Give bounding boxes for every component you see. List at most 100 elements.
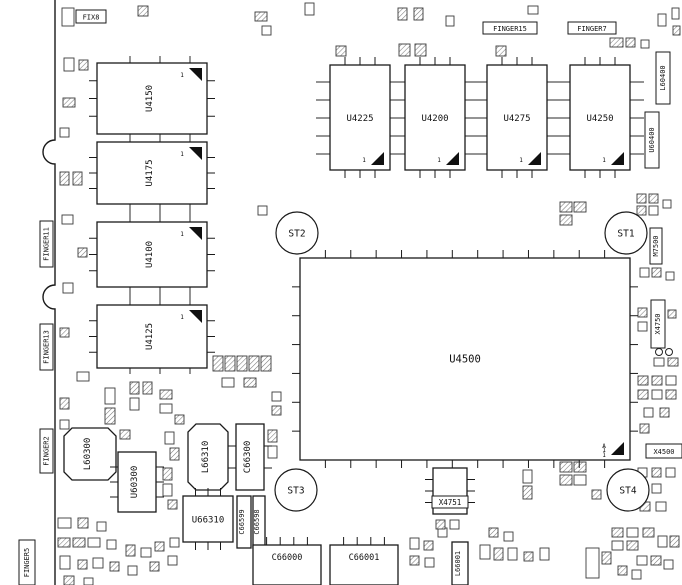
ic-body (486, 64, 548, 171)
ic-x4751[interactable]: X4751 (425, 467, 475, 515)
passive-part (335, 45, 347, 57)
label-box (18, 539, 36, 585)
label-box (649, 227, 663, 265)
label-box (567, 21, 617, 35)
via-pad (655, 348, 663, 356)
passive-part (503, 531, 514, 542)
boxed-label-finger7[interactable]: FINGER7 (567, 21, 617, 35)
passive-part (92, 557, 104, 569)
passive-part (640, 39, 650, 49)
passive-part (224, 355, 236, 372)
label-text: FIX8 (83, 13, 100, 21)
pin1-mark: 1 (602, 447, 606, 454)
ic-u4125[interactable] (89, 304, 215, 369)
board-outline (42, 0, 56, 585)
ic-c66300[interactable] (228, 423, 272, 491)
boxed-label-finger11[interactable]: FINGER11 (39, 220, 54, 268)
boxed-label-finger15[interactable]: FINGER15 (482, 21, 538, 35)
passive-part (248, 355, 260, 372)
passive-part (212, 355, 224, 372)
label-box (645, 443, 682, 459)
test-point-st1[interactable]: ST1 (604, 211, 648, 255)
passive-part (601, 551, 612, 565)
test-point-st4[interactable]: ST4 (606, 468, 650, 512)
ic-u4225[interactable] (329, 57, 391, 178)
label-box (39, 220, 54, 268)
passive-part (261, 25, 272, 36)
passive-part (57, 517, 72, 529)
refdes: U4125 (145, 323, 155, 350)
refdes: U60300 (130, 466, 140, 499)
ic-u60300[interactable] (110, 451, 164, 513)
pin1-triangle (189, 310, 202, 323)
boxed-label-m7500[interactable]: M7500 (649, 227, 663, 265)
ic-u4175[interactable] (89, 141, 215, 205)
passive-part (221, 377, 235, 388)
boxed-label-fix8[interactable]: FIX8 (75, 9, 107, 24)
passive-part (409, 555, 420, 566)
label-box (39, 323, 54, 371)
passive-part (162, 483, 173, 497)
ic-u4200[interactable] (404, 57, 466, 178)
passive-part (169, 447, 180, 461)
passive-part (119, 429, 131, 440)
refdes: L66001 (454, 551, 462, 576)
passive-part (445, 15, 455, 27)
refdes: U4200 (421, 114, 448, 124)
passive-part (637, 307, 648, 318)
pin1-mark: 1 (180, 314, 184, 321)
refdes: C66599 (238, 509, 246, 534)
ic-body (252, 544, 322, 585)
passive-part (267, 429, 278, 443)
passive-part (87, 537, 101, 548)
passive-part (413, 7, 424, 21)
passive-part (665, 389, 677, 400)
boxed-label-finger13[interactable]: FINGER13 (39, 323, 54, 371)
boxed-label-finger2[interactable]: FINGER2 (39, 428, 54, 474)
passive-part (267, 445, 278, 459)
passive-part (59, 327, 70, 338)
passive-part (651, 483, 662, 494)
label-text: M7500 (652, 235, 660, 256)
passive-part (414, 43, 427, 57)
passive-part (648, 205, 659, 216)
passive-part (59, 555, 71, 570)
passive-part (435, 519, 446, 530)
passive-part (61, 214, 74, 225)
boxed-label-x4750[interactable]: X4750 (650, 299, 666, 349)
passive-part (650, 555, 662, 566)
ic-u4100[interactable] (89, 221, 215, 288)
ic-l66001[interactable] (451, 541, 469, 585)
passive-part (665, 271, 675, 281)
refdes: U4100 (145, 241, 155, 268)
passive-part (636, 555, 648, 566)
boxed-label-finger5[interactable]: FINGER5 (18, 539, 36, 585)
ic-u4275[interactable] (486, 57, 548, 178)
passive-part (106, 539, 117, 550)
passive-part (174, 414, 185, 425)
boxed-label-u60400[interactable]: U60400 (644, 111, 660, 169)
ic-u66310[interactable] (182, 488, 234, 550)
passive-part (657, 535, 668, 548)
ic-l60300[interactable] (63, 427, 117, 481)
pin1-mark: 1 (180, 151, 184, 158)
label-box (482, 21, 538, 35)
test-point-st2[interactable]: ST2 (275, 211, 319, 255)
passive-part (559, 461, 573, 473)
passive-part (72, 171, 83, 186)
refdes: U4275 (503, 114, 530, 124)
passive-part (523, 551, 534, 562)
test-point-label: ST3 (287, 486, 304, 497)
boxed-label-l60400[interactable]: L60400 (655, 51, 671, 105)
boxed-label-x4500[interactable]: X4500 (645, 443, 682, 459)
passive-part (655, 501, 667, 512)
ic-c66000[interactable] (252, 537, 322, 585)
ic-body (329, 64, 391, 171)
ic-u4150[interactable] (89, 62, 215, 135)
test-point-st3[interactable]: ST3 (274, 468, 318, 512)
ic-c66599[interactable] (236, 495, 252, 549)
ic-u4250[interactable] (569, 57, 631, 178)
passive-part (137, 5, 149, 17)
ic-u4500[interactable] (292, 250, 638, 468)
ic-c66001[interactable] (329, 537, 399, 585)
